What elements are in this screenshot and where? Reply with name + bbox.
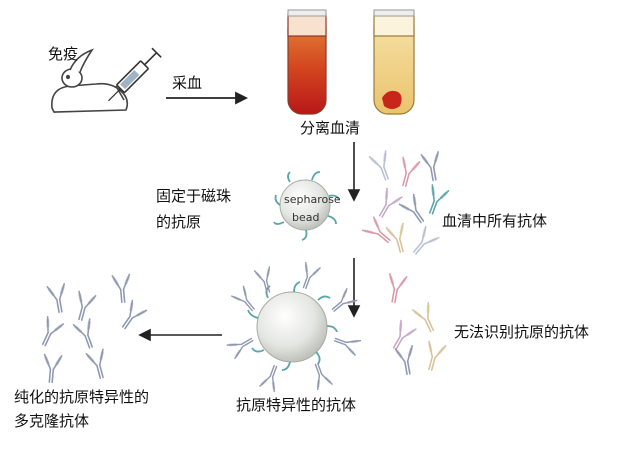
purified-label-1: 纯化的抗原特异性的 [14,388,150,406]
purified-label-2: 多克隆抗体 [14,412,90,430]
bead-icon [225,261,362,393]
all-antibodies-label: 血清中所有抗体 [442,212,548,230]
serum-tube-icon [373,9,415,115]
bleed-label: 采血 [172,74,203,92]
arrow-icon [347,142,361,318]
antibody-cluster-unbound [383,272,448,378]
antibody-cluster-serum [361,149,450,260]
arrow-icon [166,91,249,105]
bead-label: sepharose [284,193,341,206]
separate-serum-label: 分离血清 [300,119,361,137]
rabbit-icon [51,48,129,113]
blood-tube-icon [287,9,327,115]
specific-antibodies-label: 抗原特异性的抗体 [236,396,357,414]
bead-label: bead [292,211,319,224]
arrow-icon [138,328,222,342]
non-binding-antibodies-label: 无法识别抗原的抗体 [454,323,590,341]
syringe-icon [108,47,162,102]
bead-icon [273,171,340,241]
antigen-beads-label-2: 的抗原 [156,213,202,231]
antibody-cluster-purified [34,272,148,385]
immunize-label: 免疫 [48,45,79,63]
antigen-beads-label-1: 固定于磁珠 [156,187,232,205]
